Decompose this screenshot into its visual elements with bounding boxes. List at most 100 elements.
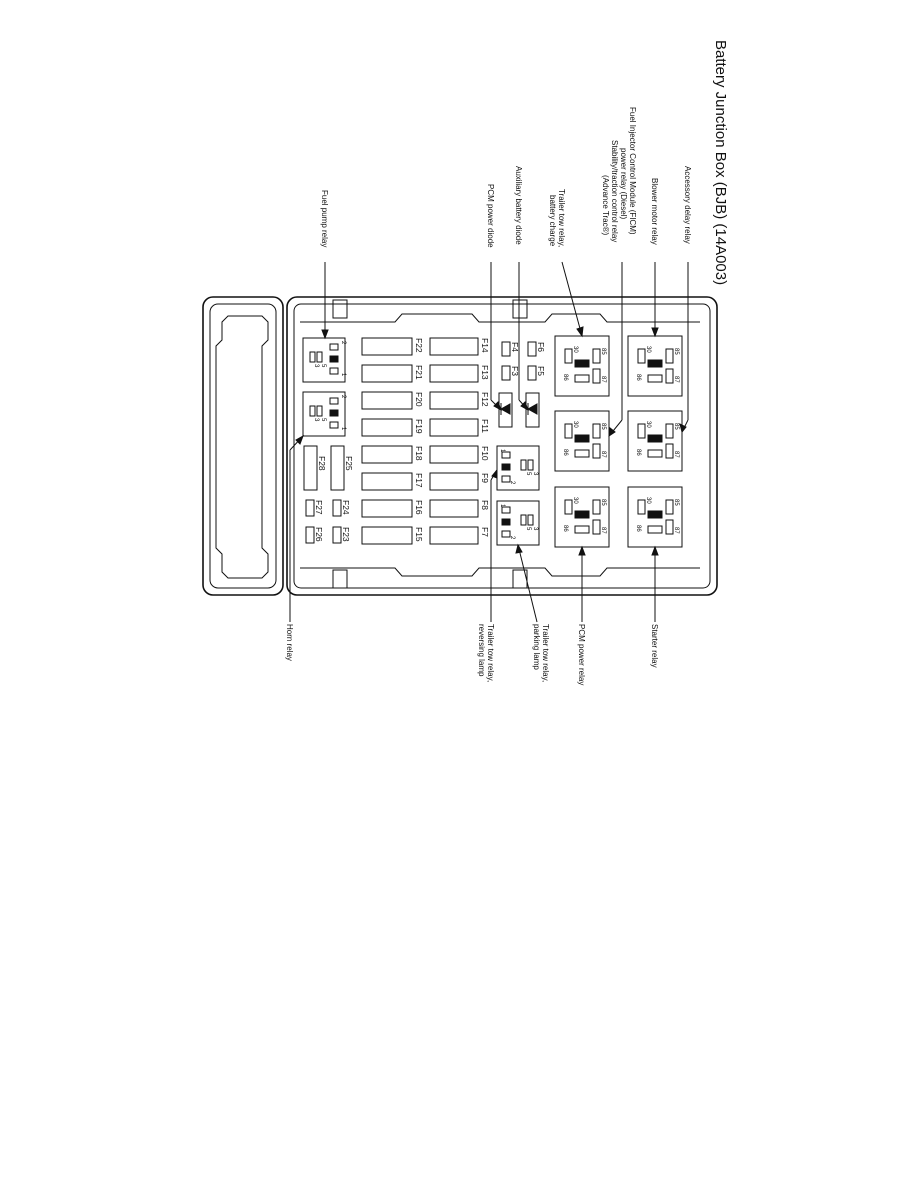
label-trailer-park-line1: Trailer tow relay,	[541, 624, 550, 682]
label-trailer-rev-line2: reversing lamp	[477, 624, 486, 677]
label-fuel-pump-relay: Fuel pump relay	[320, 190, 329, 247]
svg-text:F7: F7	[480, 527, 490, 537]
svg-text:F19: F19	[414, 419, 424, 434]
trailer-tow-parking-relay: 1 2 5 3	[496, 500, 540, 546]
fuse-f24: F24	[332, 499, 351, 517]
bottom-labels: Starter relay PCM power relay Trailer to…	[285, 624, 659, 685]
label-pcm-power-diode: PCM power diode	[486, 184, 495, 248]
accessory-delay-relay: 85 30 86 87	[627, 410, 683, 472]
label-stability-line1: Stability/traction control relay	[610, 140, 619, 242]
svg-text:1: 1	[499, 449, 505, 453]
svg-text:87: 87	[673, 451, 679, 458]
svg-text:3: 3	[313, 418, 319, 422]
fuse-f22: F22	[361, 337, 424, 356]
svg-text:2: 2	[340, 341, 346, 345]
label-trailer-rev-line1: Trailer tow relay,	[486, 624, 495, 682]
ficm-stability-relay: 85 30 86 87	[554, 410, 610, 472]
svg-text:F5: F5	[536, 366, 546, 376]
fuse-f23: F23	[332, 526, 351, 544]
label-trailer-park-line2: parking lamp	[532, 624, 541, 670]
label-ficm-line2: power relay (Diesel)	[619, 148, 628, 219]
svg-text:85: 85	[673, 423, 679, 430]
label-horn-relay: Horn relay	[285, 624, 294, 661]
svg-text:3: 3	[313, 364, 319, 368]
svg-text:F17: F17	[414, 473, 424, 488]
fuse-f8: F8	[429, 499, 490, 518]
blower-motor-relay: 85 30 86 87	[627, 335, 683, 397]
label-trailer-batt-line2: battery charge	[548, 195, 557, 247]
fuse-f10: F10	[429, 445, 490, 464]
top-labels: Accessory delay relay Blower motor relay…	[320, 107, 692, 248]
fuse-f17: F17	[361, 472, 424, 491]
svg-text:87: 87	[600, 527, 606, 534]
svg-text:5: 5	[320, 364, 326, 368]
svg-text:1: 1	[499, 504, 505, 508]
svg-text:1: 1	[340, 373, 346, 377]
svg-text:3: 3	[532, 472, 538, 476]
starter-relay: 85 30 86 87	[627, 486, 683, 548]
svg-text:F22: F22	[414, 338, 424, 353]
fuse-f16: F16	[361, 499, 424, 518]
fuse-f3: F3	[501, 365, 520, 381]
svg-text:86: 86	[562, 449, 568, 456]
svg-text:F10: F10	[480, 446, 490, 461]
fuse-f15: F15	[361, 526, 424, 545]
svg-text:F18: F18	[414, 446, 424, 461]
fuse-f20: F20	[361, 391, 424, 410]
svg-text:F11: F11	[480, 419, 490, 433]
svg-text:F15: F15	[414, 527, 424, 542]
leader-lines	[321, 261, 689, 438]
fuse-f13: F13	[429, 364, 490, 383]
svg-text:F3: F3	[510, 366, 520, 376]
svg-text:87: 87	[673, 376, 679, 383]
svg-text:30: 30	[645, 346, 651, 353]
svg-text:2: 2	[509, 536, 515, 540]
label-pcm-power-relay: PCM power relay	[577, 624, 586, 685]
svg-text:F8: F8	[480, 500, 490, 510]
svg-text:1: 1	[340, 427, 346, 431]
fuse-f7: F7	[429, 526, 490, 545]
svg-text:5: 5	[525, 527, 531, 531]
svg-text:87: 87	[673, 527, 679, 534]
svg-text:30: 30	[645, 497, 651, 504]
label-starter-relay: Starter relay	[650, 624, 659, 668]
svg-text:F13: F13	[480, 365, 490, 380]
trailer-tow-reversing-relay: 1 2 5 3	[496, 445, 540, 491]
label-blower-motor-relay: Blower motor relay	[650, 178, 659, 245]
svg-text:F28: F28	[317, 456, 327, 471]
fuse-f9: F9	[429, 472, 490, 491]
fuse-f18: F18	[361, 445, 424, 464]
svg-text:F12: F12	[480, 392, 490, 407]
fuse-f28: F28	[303, 445, 327, 491]
label-stability-line2: (Advance Trac®)	[601, 175, 610, 235]
svg-text:30: 30	[572, 421, 578, 428]
fuse-f5: F5	[527, 365, 546, 381]
svg-text:86: 86	[635, 449, 641, 456]
label-ficm-line1: Fuel Injector Control Module (FICM)	[628, 107, 637, 235]
label-accessory-delay-relay: Accessory delay relay	[683, 166, 692, 244]
svg-text:F26: F26	[314, 527, 324, 542]
fuse-f11: F11	[429, 418, 490, 437]
svg-text:30: 30	[645, 421, 651, 428]
svg-text:F4: F4	[510, 342, 520, 352]
svg-text:85: 85	[600, 423, 606, 430]
fuse-f21: F21	[361, 364, 424, 383]
fuse-f26: F26	[305, 526, 324, 544]
fuse-f12: F12	[429, 391, 490, 410]
svg-text:86: 86	[635, 374, 641, 381]
svg-text:85: 85	[600, 348, 606, 355]
fuse-f25: F25	[330, 445, 354, 491]
svg-text:30: 30	[572, 346, 578, 353]
fuel-pump-relay: 2 1 3 5	[302, 337, 346, 383]
svg-text:5: 5	[525, 472, 531, 476]
svg-text:F21: F21	[414, 365, 424, 380]
svg-text:2: 2	[509, 481, 515, 485]
fuse-f14: F14	[429, 337, 490, 356]
svg-text:85: 85	[600, 499, 606, 506]
svg-text:F20: F20	[414, 392, 424, 407]
svg-text:F24: F24	[341, 500, 351, 515]
auxiliary-battery-diode	[525, 392, 540, 428]
svg-text:F27: F27	[314, 500, 324, 515]
pcm-power-diode	[498, 392, 513, 428]
